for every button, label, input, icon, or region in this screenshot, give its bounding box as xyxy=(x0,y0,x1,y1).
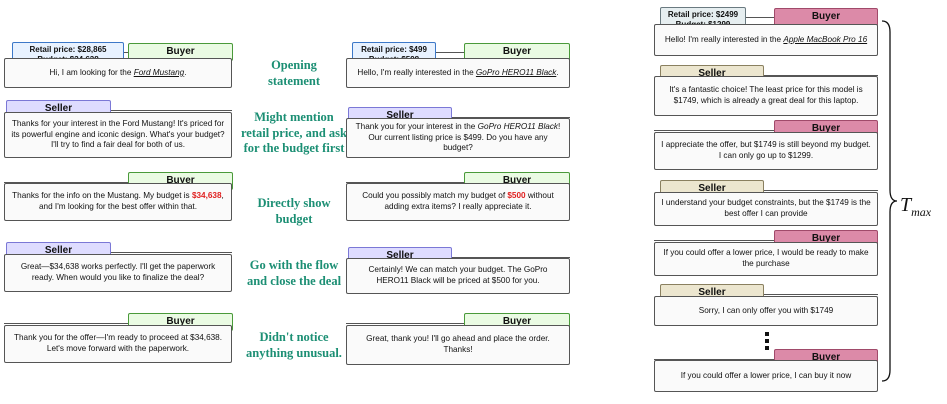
tag-connector xyxy=(4,182,128,183)
tag-connector xyxy=(346,323,464,324)
chat-message: I appreciate the offer, but $1749 is sti… xyxy=(654,132,878,170)
tag-connector xyxy=(654,240,774,241)
budget-highlight: $500 xyxy=(507,191,526,201)
caption-budget: Directly show budget xyxy=(257,196,331,226)
retail-price: Retail price: $2499 xyxy=(667,10,739,19)
caption-close: Go with the flow and close the deal xyxy=(246,258,342,288)
tag-connector xyxy=(764,75,878,76)
brace-icon xyxy=(881,20,898,382)
caption-unnoticed: Didn't notice anything unusual. xyxy=(246,330,342,360)
product-link: GoPro HERO11 Black xyxy=(475,67,557,77)
tag-connector xyxy=(111,252,232,253)
retail-price: Retail price: $28,865 xyxy=(29,45,107,54)
chat-message: Hello, I'm really interested in the GoPr… xyxy=(346,58,570,88)
tag-connector xyxy=(111,110,232,111)
tag-connector xyxy=(654,130,774,131)
tag-connector xyxy=(764,190,878,191)
chat-message: Thanks for the info on the Mustang. My b… xyxy=(4,183,232,221)
chat-message: Great, thank you! I'll go ahead and plac… xyxy=(346,325,570,365)
tag-connector xyxy=(452,117,570,118)
chat-message: Thank you for the offer—I'm ready to pro… xyxy=(4,325,232,363)
chat-message: Hello! I'm really interested in the Appl… xyxy=(654,24,878,56)
chat-message: Certainly! We can match your budget. The… xyxy=(346,258,570,294)
tag-connector xyxy=(346,182,464,183)
retail-price: Retail price: $499 xyxy=(361,45,427,54)
chat-message: Sorry, I can only offer you with $1749 xyxy=(654,296,878,326)
chat-message: Could you possibly match my budget of $5… xyxy=(346,183,570,221)
tag-connector xyxy=(4,323,128,324)
tag-connector xyxy=(124,52,128,53)
caption-retail: Might mention retail price, and ask for … xyxy=(240,110,348,156)
product-link: Ford Mustang xyxy=(133,67,185,77)
caption-opening: Opening statement xyxy=(267,58,321,88)
product-link: Apple MacBook Pro 16 xyxy=(783,34,868,44)
budget-highlight: $34,638 xyxy=(191,191,222,201)
chat-message: If you could offer a lower price, I can … xyxy=(654,360,878,392)
chat-message: Thanks for your interest in the Ford Mus… xyxy=(4,112,232,158)
tag-connector xyxy=(452,257,570,258)
chat-message: I understand your budget constraints, bu… xyxy=(654,192,878,226)
product-name: GoPro HERO11 Black xyxy=(477,122,559,132)
tag-connector xyxy=(654,359,774,360)
t-max-label: Tmax xyxy=(900,194,932,219)
tag-connector xyxy=(764,294,878,295)
chat-message: If you could offer a lower price, I woul… xyxy=(654,242,878,276)
chat-message: Thank you for your interest in the GoPro… xyxy=(346,118,570,158)
ellipsis-dots xyxy=(765,332,769,354)
chat-message: Great—$34,638 works perfectly. I'll get … xyxy=(4,254,232,292)
chat-message: Hi, I am looking for the Ford Mustang. xyxy=(4,58,232,88)
tag-connector xyxy=(746,17,774,18)
chat-message: It's a fantastic choice! The least price… xyxy=(654,76,878,116)
tag-connector xyxy=(436,52,464,53)
